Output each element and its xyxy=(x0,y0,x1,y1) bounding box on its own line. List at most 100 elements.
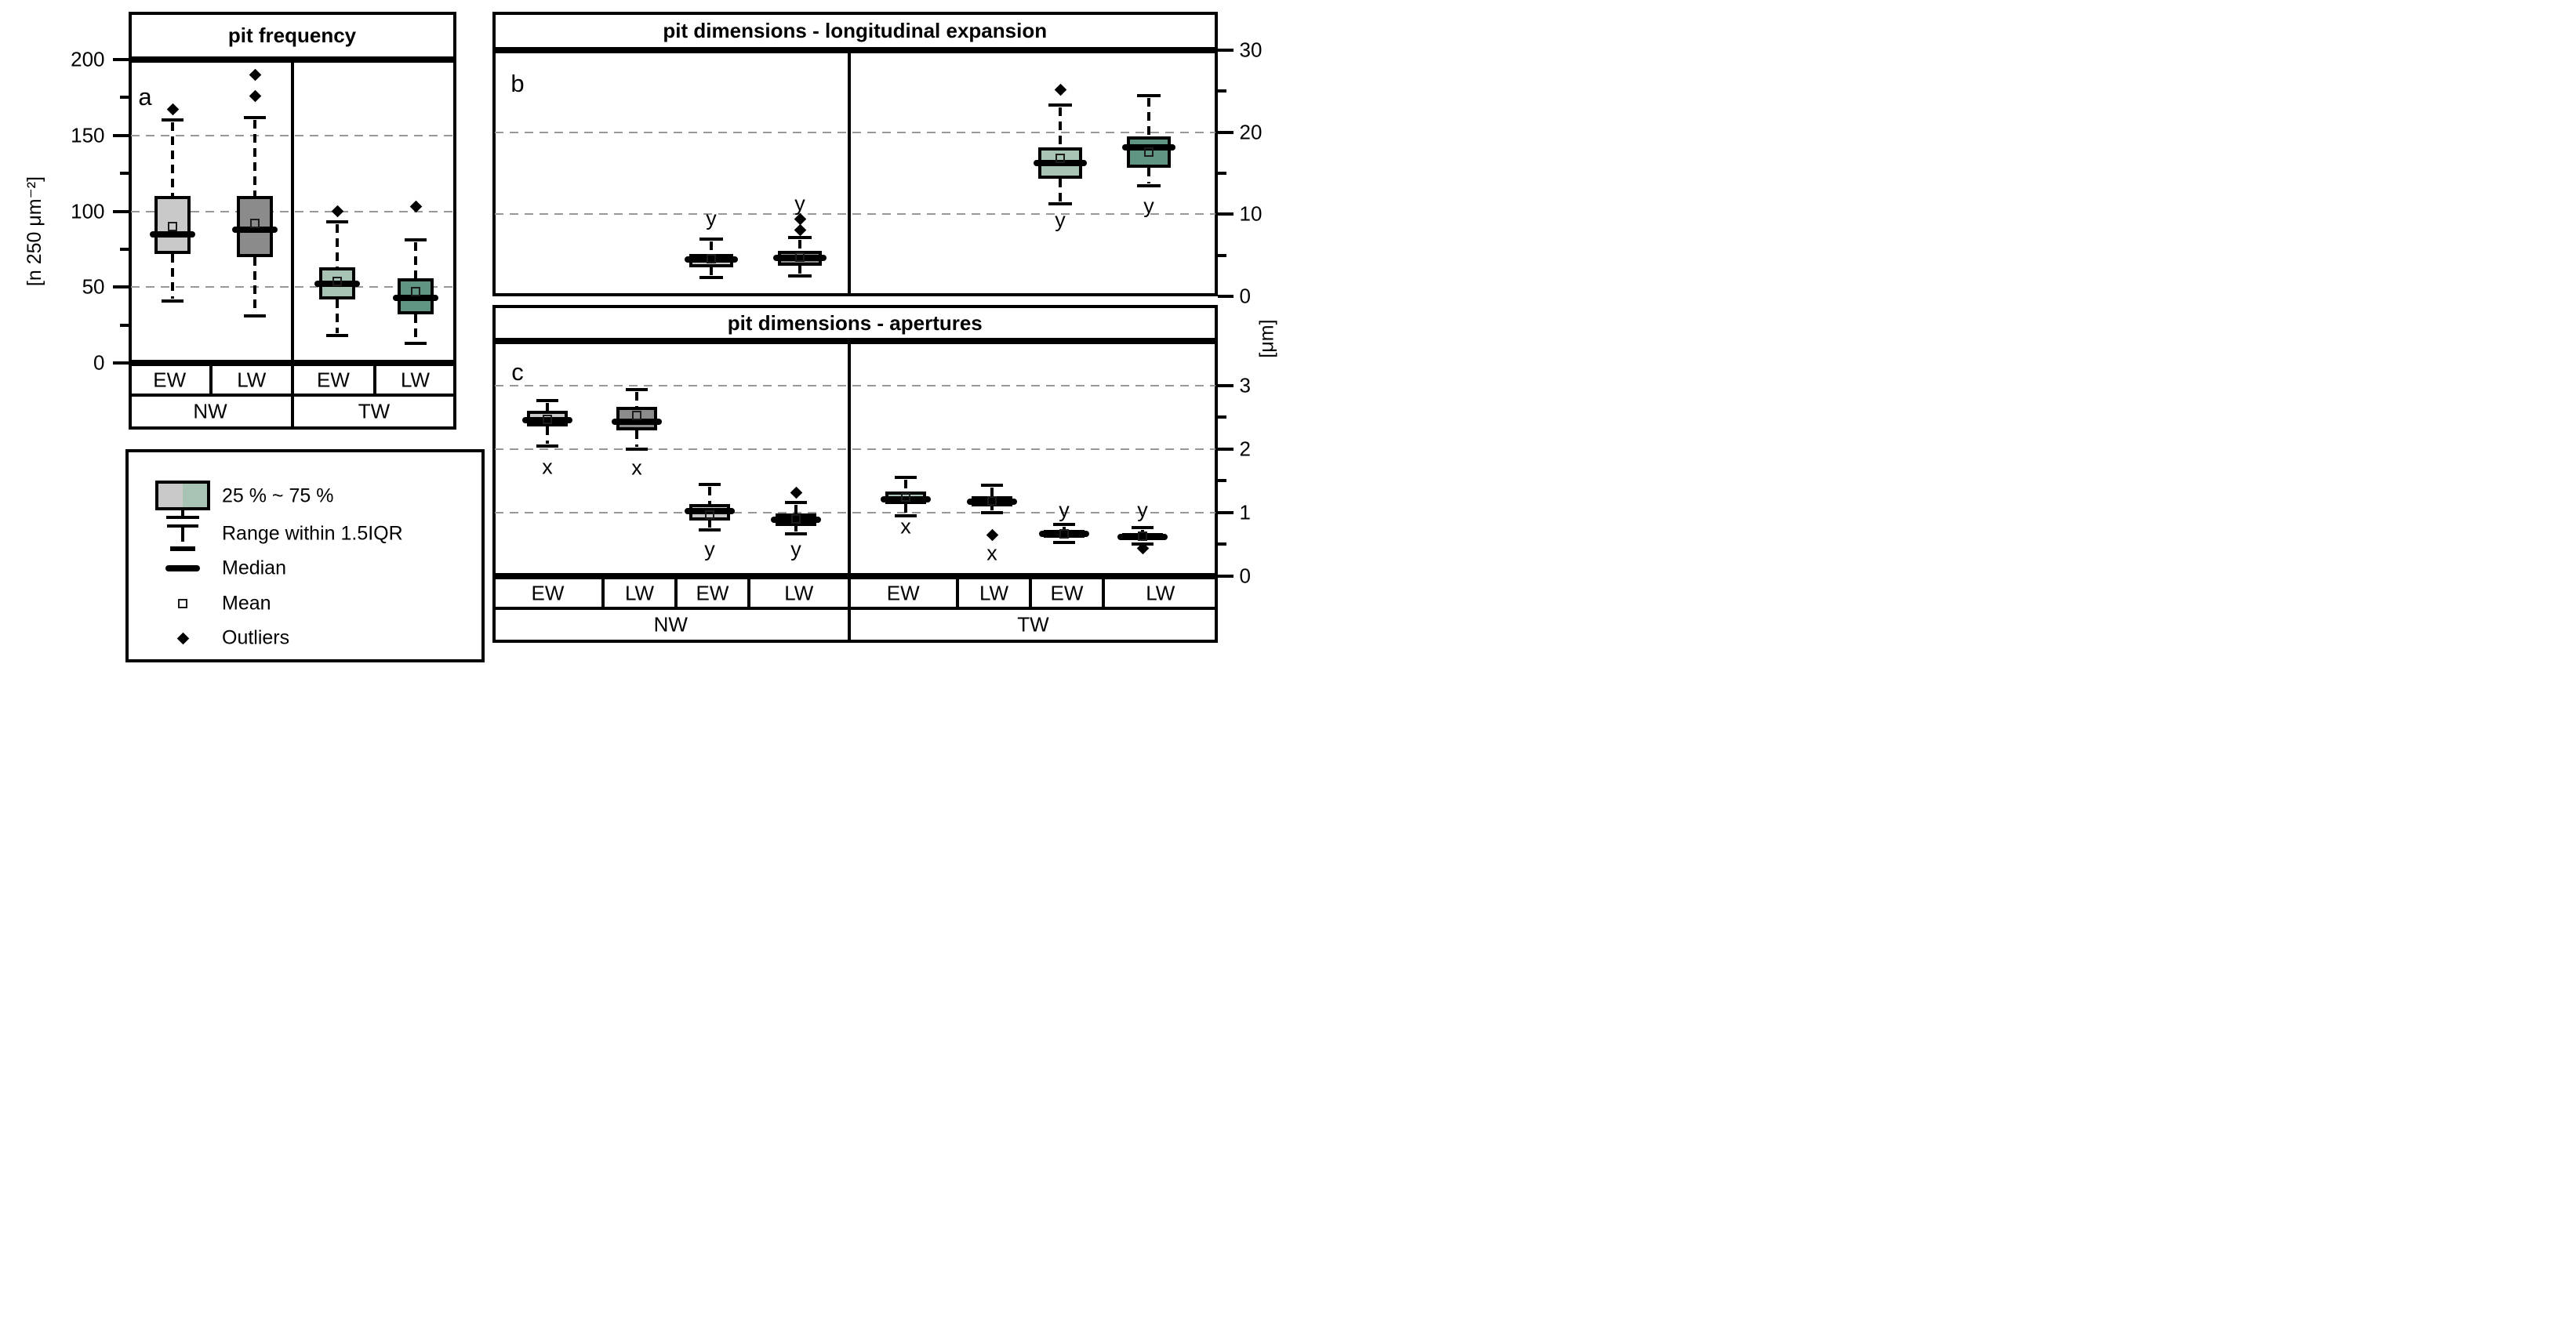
panel-letter-c: c xyxy=(511,358,524,386)
whisker-cap-lower-c-TW-EW-x xyxy=(895,513,917,517)
mean-c-TW-EW-y xyxy=(1059,529,1069,539)
y-axis-unit-a: [n 250 μm⁻²] xyxy=(24,176,45,287)
minor-tick-c-1.5 xyxy=(1217,479,1226,483)
whisker-cap-lower-b-NW-LW xyxy=(788,274,812,278)
whisker-cap-lower-c-NW-EW-y xyxy=(699,528,721,531)
legend-item-label-4: Outliers xyxy=(222,626,290,649)
minor-tick-b-5 xyxy=(1217,253,1226,257)
major-tick-b-0 xyxy=(1217,295,1234,298)
whisker-lower-a-TW-LW xyxy=(414,314,417,341)
mean-c-NW-LW-y xyxy=(791,514,801,524)
mean-b-NW-EW xyxy=(707,253,716,263)
minor-tick-b-25 xyxy=(1217,89,1226,93)
mean-square-icon xyxy=(178,599,187,608)
whisker-lower-a-TW-EW xyxy=(336,299,339,334)
sig-label-c-NW-LW-y: y xyxy=(790,537,801,561)
whisker-cap-upper-b-TW-LW xyxy=(1137,93,1161,97)
box-swatch-stem xyxy=(181,510,184,516)
whisker-lower-c-NW-EW-x xyxy=(546,426,549,444)
gridline-c-1 xyxy=(495,511,1215,513)
whisker-cap-lower-a-TW-LW xyxy=(405,341,427,345)
panel-title-c: pit dimensions - apertures xyxy=(492,305,1218,341)
whisker-upper-c-TW-EW-y xyxy=(1063,527,1066,530)
tick-label-a-100: 100 xyxy=(71,199,105,223)
major-tick-c-2 xyxy=(1217,447,1234,451)
whisker-cap-upper-c-NW-EW-x xyxy=(536,399,558,403)
tick-label-b-10: 10 xyxy=(1239,201,1263,226)
gridline-c-2 xyxy=(495,448,1215,450)
whisker-upper-c-NW-EW-x xyxy=(546,403,549,412)
axis-row-divider-a-0-3 xyxy=(372,363,376,397)
gridline-b-20 xyxy=(495,131,1215,133)
axis-cell-label-c-0-3: LW xyxy=(784,581,814,604)
legend-item-label-1: Range within 1.5IQR xyxy=(222,522,403,545)
minor-tick-c-0.5 xyxy=(1217,542,1226,546)
major-tick-a-50 xyxy=(112,285,129,289)
sig-label-c-TW-LW-y: y xyxy=(1137,498,1148,522)
sig-label-b-NW-EW: y xyxy=(706,206,717,230)
whisker-cap-lower-b-TW-EW xyxy=(1048,201,1072,205)
median-a-NW-EW xyxy=(150,230,195,238)
sig-label-c-TW-LW-x: x xyxy=(986,541,997,565)
sig-label-c-TW-EW-x: x xyxy=(900,514,911,539)
axis-cell-label-a-0-1: LW xyxy=(237,368,267,391)
minor-tick-c-2.5 xyxy=(1217,415,1226,419)
major-tick-a-0 xyxy=(112,361,129,365)
axis-cell-label-c-0-7: LW xyxy=(1146,581,1175,604)
whisker-cap-lower-b-TW-LW xyxy=(1137,183,1161,187)
whisker-cap-upper-a-NW-LW xyxy=(244,115,266,119)
median-c-TW-EW-x xyxy=(881,495,931,502)
median-b-NW-EW xyxy=(685,256,738,263)
right-axis-unit: [μm] xyxy=(1255,319,1278,358)
median-bar-icon xyxy=(165,565,200,571)
mean-c-NW-LW-x xyxy=(632,410,641,420)
axis-row-divider-c-0-1 xyxy=(601,576,605,610)
whisker-cap-upper-c-NW-EW-y xyxy=(699,483,721,487)
whisker-lower-a-NW-EW xyxy=(171,253,174,299)
whisker-cap-lower-b-NW-EW xyxy=(699,275,723,279)
panel-title-text-c: pit dimensions - apertures xyxy=(727,310,983,335)
whisker-lower-c-NW-LW-y xyxy=(794,525,798,531)
whisker-upper-c-NW-LW-y xyxy=(794,504,798,513)
whisker-lower-c-TW-EW-x xyxy=(904,503,907,513)
whisker-cap-lower-a-NW-LW xyxy=(244,314,266,317)
whisker-lower-c-NW-LW-x xyxy=(635,430,638,447)
tick-label-c-2: 2 xyxy=(1239,437,1251,461)
box-a-NW-EW xyxy=(154,196,191,254)
sig-label-c-NW-EW-y: y xyxy=(704,537,715,561)
axis-row-divider-a-0-1 xyxy=(209,363,213,397)
median-c-TW-EW-y xyxy=(1039,531,1089,538)
whisker-cap-lower-c-NW-EW-x xyxy=(536,444,558,448)
whisker-cap-upper-c-TW-LW-y xyxy=(1132,526,1154,530)
major-tick-b-20 xyxy=(1217,130,1234,134)
panel-title-text-a: pit frequency xyxy=(227,24,357,47)
tick-label-c-1: 1 xyxy=(1239,500,1251,524)
whisker-upper-a-TW-LW xyxy=(414,242,417,278)
median-c-NW-LW-y xyxy=(771,516,821,523)
whisker-cap-upper-c-NW-LW-y xyxy=(785,500,807,504)
legend-item-label-0: 25 % ~ 75 % xyxy=(222,484,334,507)
box-swatch-icon xyxy=(155,481,210,510)
whisker-cap-upper-a-TW-LW xyxy=(405,238,427,242)
box-swatch-cap xyxy=(166,516,199,519)
axis-cell-label-a-1-1: TW xyxy=(358,399,391,423)
plot-area-c xyxy=(492,341,1218,576)
whisker-cap-lower-c-NW-LW-y xyxy=(785,531,807,535)
axis-cell-label-a-0-2: EW xyxy=(317,368,350,391)
tick-label-a-0: 0 xyxy=(93,350,105,375)
whisker-upper-a-TW-EW xyxy=(336,224,339,268)
whisker-cap-upper-a-NW-EW xyxy=(162,118,183,122)
median-a-NW-LW xyxy=(232,226,278,233)
legend-item-label-2: Median xyxy=(222,557,286,579)
mean-c-TW-EW-x xyxy=(901,492,910,502)
whisker-cap-lower-a-NW-EW xyxy=(162,299,183,303)
whisker-upper-c-TW-LW-x xyxy=(990,488,994,496)
whisker-lower-b-NW-EW xyxy=(710,267,713,275)
whisker-cap-upper-c-TW-LW-x xyxy=(981,484,1003,488)
panel-letter-a: a xyxy=(138,83,152,111)
major-tick-a-200 xyxy=(112,58,129,61)
panel-title-b: pit dimensions - longitudinal expansion xyxy=(492,12,1218,50)
mean-a-TW-LW xyxy=(411,287,420,297)
sig-label-b-TW-LW: y xyxy=(1143,194,1154,218)
